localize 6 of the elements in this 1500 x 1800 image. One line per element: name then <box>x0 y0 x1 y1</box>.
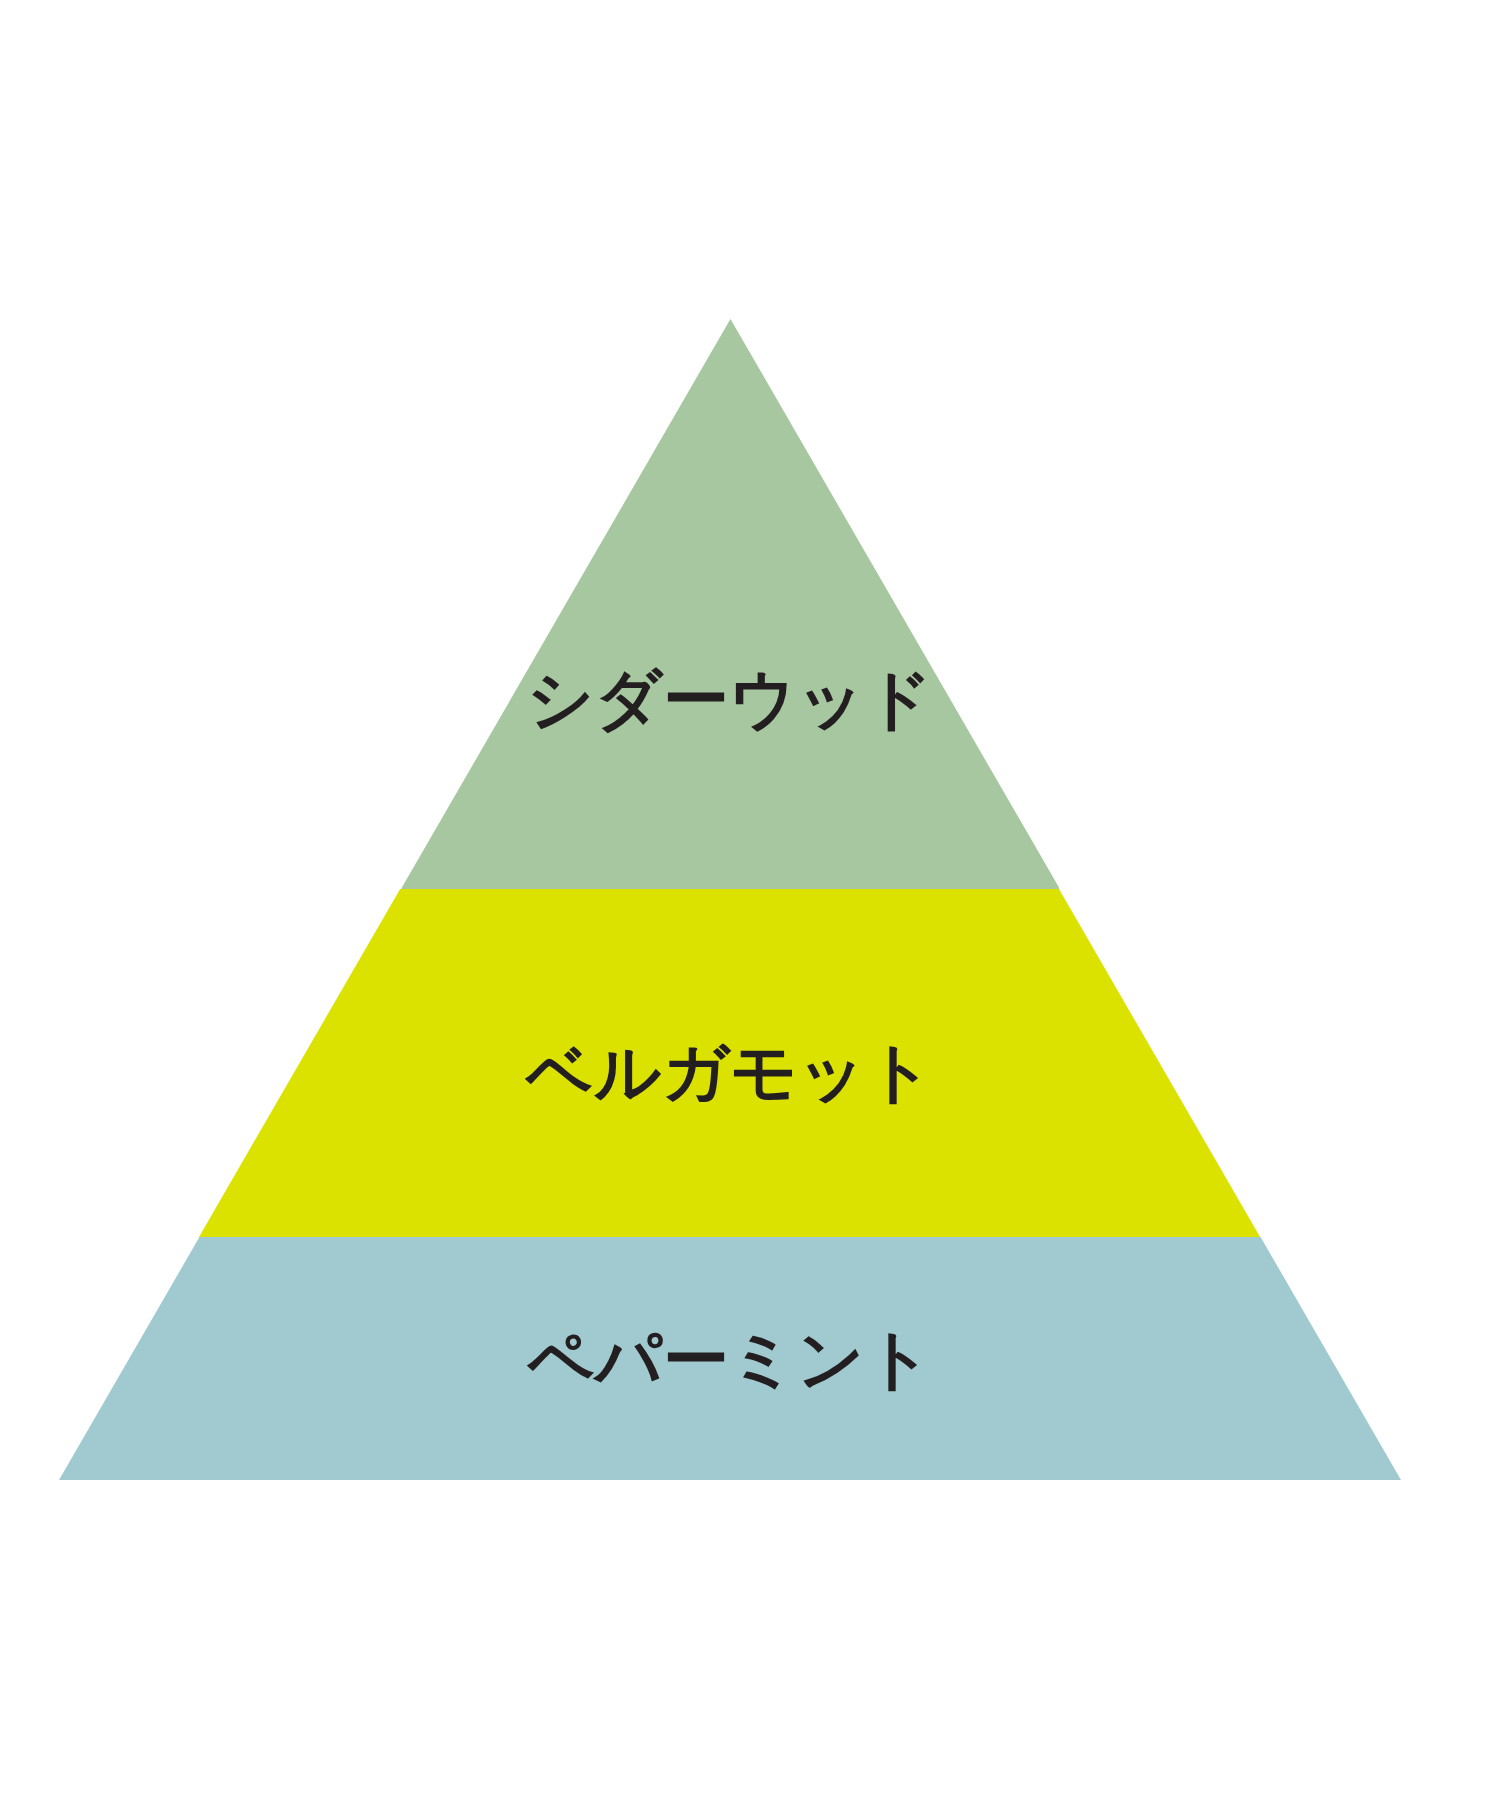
pyramid-tier <box>400 319 1060 889</box>
tier-label: ベルガモット <box>524 1040 935 1106</box>
pyramid-tier <box>59 1237 1401 1480</box>
tier-label: シダーウッド <box>526 667 934 733</box>
pyramid-tier <box>199 889 1261 1237</box>
tier-label: ペパーミント <box>526 1327 934 1393</box>
